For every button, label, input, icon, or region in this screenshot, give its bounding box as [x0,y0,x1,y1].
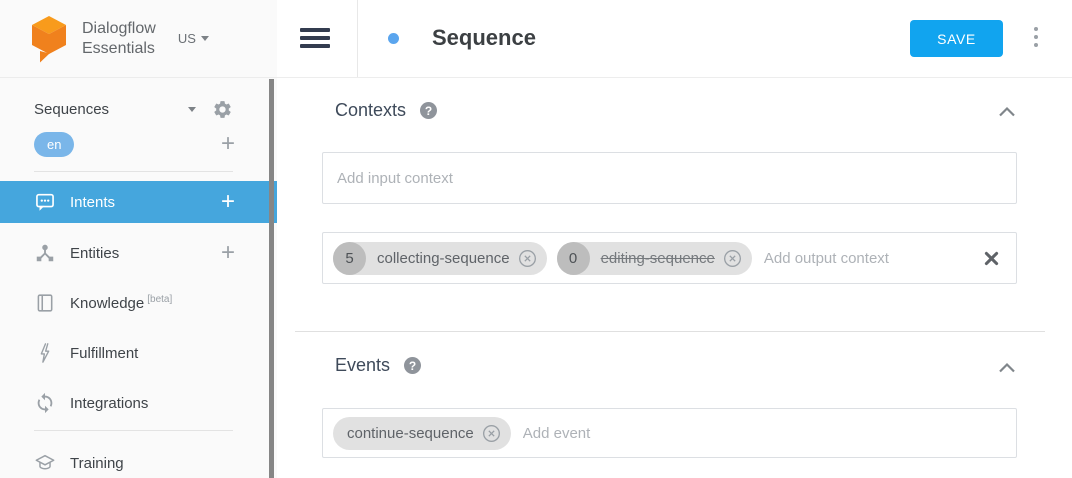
contexts-section-header: Contexts ? [335,100,438,121]
events-field: continue-sequence [322,408,1017,458]
context-chip-label: collecting-sequence [377,249,510,267]
events-collapse-chevron-up-icon[interactable] [998,362,1016,374]
context-lifespan-badge[interactable]: 0 [556,241,590,275]
save-button[interactable]: SAVE [910,20,1003,57]
agent-selector-row: Sequences [0,94,277,124]
sidebar-scrollbar[interactable] [269,79,274,478]
add-event-input[interactable] [510,409,1016,457]
dialogflow-logo-icon [32,15,66,62]
sidebar-divider [34,430,233,431]
contexts-title: Contexts [335,100,407,120]
clear-output-contexts-icon[interactable] [983,250,1000,267]
add-input-context-input[interactable] [323,153,1016,203]
sidebar-item-entities[interactable]: Entities + [0,233,277,273]
add-output-context-input[interactable] [751,233,983,283]
event-chip-label: continue-sequence [347,424,474,442]
sidebar-item-label: Integrations [70,394,149,412]
brand-header: Dialogflow Essentials US [0,0,277,78]
entities-hub-icon [36,244,54,262]
events-title: Events [335,355,391,375]
output-context-chip: 0 editing-sequence [556,241,752,275]
sidebar-item-label: Fulfillment [70,344,139,362]
input-context-field [322,152,1017,204]
add-language-button[interactable]: + [220,130,235,157]
remove-chip-icon[interactable] [517,248,538,269]
more-options-kebab-icon[interactable] [1029,27,1043,51]
language-badge-en[interactable]: en [34,131,75,157]
sidebar-item-intents[interactable]: Intents + [0,181,277,223]
brand-name: Dialogflow Essentials [82,19,156,59]
intent-status-dot [388,33,399,44]
add-intent-button[interactable]: + [220,188,235,215]
remove-chip-icon[interactable] [722,248,743,269]
agent-settings-gear-icon[interactable] [212,99,233,120]
context-lifespan-badge[interactable]: 5 [333,241,366,275]
contexts-help-icon[interactable]: ? [420,102,438,119]
sidebar-item-fulfillment[interactable]: Fulfillment [0,333,277,373]
remove-chip-icon[interactable] [481,423,502,444]
agent-name[interactable]: Sequences [34,100,110,118]
brand-name-line2: Essentials [82,39,155,57]
chevron-down-icon [200,36,209,41]
page-title: Sequence [432,25,536,50]
sidebar-item-training[interactable]: Training [0,443,277,478]
sidebar-divider [34,171,233,172]
sidebar-item-integrations[interactable]: Integrations [0,383,277,423]
sidebar-item-label: Training [70,454,124,472]
region-label: US [177,31,196,46]
contexts-collapse-chevron-up-icon[interactable] [998,106,1016,118]
agent-dropdown-caret-icon[interactable] [188,106,196,112]
sidebar: Dialogflow Essentials US Sequences en + [0,0,277,478]
sidebar-item-label: Knowledge[beta] [70,294,173,312]
add-entity-button[interactable]: + [220,239,235,266]
event-chip: continue-sequence [333,416,511,450]
output-context-chip: 5 collecting-sequence [333,241,547,275]
sync-icon [37,392,53,414]
events-help-icon[interactable]: ? [404,357,422,374]
sidebar-item-label: Intents [70,193,116,211]
section-divider [295,331,1045,332]
lightning-bolt-icon [40,343,50,363]
brand-name-line1: Dialogflow [82,19,156,37]
output-context-field: 5 collecting-sequence 0 editing-sequence [322,232,1017,284]
sidebar-item-knowledge[interactable]: Knowledge[beta] [0,283,277,323]
language-row: en + [0,129,277,159]
topbar: Sequence SAVE [277,0,1072,78]
beta-badge: [beta] [147,294,173,305]
sidebar-item-label: Entities [70,244,120,262]
region-selector[interactable]: US [178,31,209,46]
events-section-header: Events ? [335,355,422,376]
main-content: Contexts ? 5 collecting-sequence 0 editi… [277,78,1072,478]
graduation-cap-icon [35,454,55,470]
context-chip-label: editing-sequence [600,249,715,267]
chat-bubble-icon [36,193,54,211]
hamburger-menu-icon[interactable] [300,28,330,48]
book-icon [37,294,53,312]
topbar-divider [357,0,358,77]
